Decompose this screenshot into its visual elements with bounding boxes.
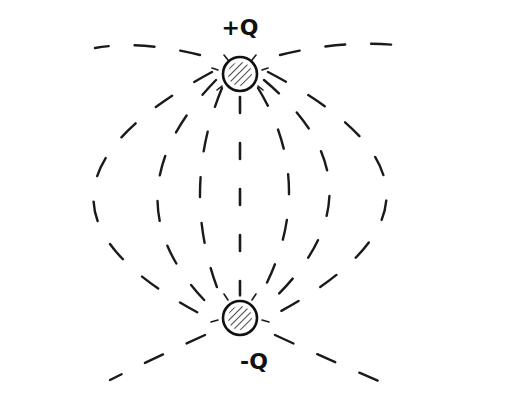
charge-label: +Q [221, 17, 258, 39]
charge-label: -Q [240, 351, 268, 373]
charge-node: +Q [219, 17, 261, 93]
charge-sphere [221, 299, 259, 337]
charge-sphere [221, 55, 259, 93]
field-line [240, 97, 241, 295]
charge-node: -Q [210, 299, 270, 375]
